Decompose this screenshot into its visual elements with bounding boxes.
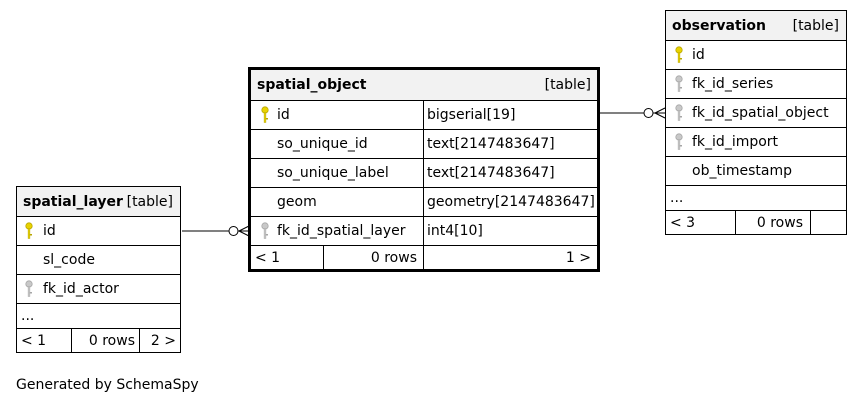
- table-header: spatial_layer [table]: [17, 187, 180, 216]
- column-name: ob_timestamp: [692, 163, 792, 179]
- table-type-tag: [table]: [792, 17, 839, 34]
- relationship-spatial-layer-to-spatial-object: [182, 225, 250, 237]
- foreign-key-icon: [674, 99, 684, 127]
- table-name: spatial_object: [257, 77, 367, 93]
- parents-count[interactable]: < 3: [670, 214, 696, 231]
- column-type: geometry[2147483647]: [427, 194, 595, 210]
- table-spatial-object[interactable]: spatial_object [table] id bigserial[19] …: [248, 67, 600, 272]
- column-name: id: [277, 107, 290, 123]
- more-columns-row: ...: [17, 303, 180, 328]
- column-type: text[2147483647]: [427, 136, 555, 152]
- row-count: 0 rows: [756, 214, 803, 231]
- children-count[interactable]: 1 >: [565, 249, 591, 266]
- column-name: geom: [277, 194, 317, 210]
- column-type: text[2147483647]: [427, 165, 555, 181]
- column-row[interactable]: sl_code: [17, 245, 180, 274]
- column-name: sl_code: [43, 252, 95, 268]
- column-row[interactable]: fk_id_spatial_layer int4[10]: [251, 216, 597, 245]
- table-name: spatial_layer: [23, 193, 123, 210]
- column-row[interactable]: geom geometry[2147483647]: [251, 187, 597, 216]
- column-row[interactable]: id bigserial[19]: [251, 100, 597, 129]
- column-row[interactable]: fk_id_spatial_object: [666, 98, 846, 127]
- column-name: fk_id_spatial_object: [692, 105, 829, 121]
- column-row[interactable]: ob_timestamp: [666, 156, 846, 185]
- table-type-tag: [table]: [544, 77, 591, 93]
- table-type-tag: [table]: [126, 193, 173, 210]
- column-name: fk_id_series: [692, 76, 774, 92]
- column-row[interactable]: id: [666, 40, 846, 69]
- row-count: 0 rows: [370, 249, 417, 266]
- table-observation[interactable]: observation [table] id fk_id_series fk_i…: [665, 10, 847, 235]
- table-header: spatial_object [table]: [251, 70, 597, 100]
- column-type: int4[10]: [427, 223, 483, 239]
- column-name: id: [692, 47, 705, 63]
- row-count: 0 rows: [88, 332, 135, 349]
- column-row[interactable]: fk_id_actor: [17, 274, 180, 303]
- column-row[interactable]: fk_id_import: [666, 127, 846, 156]
- column-type: bigserial[19]: [427, 107, 516, 123]
- table-footer: < 1 0 rows 2 >: [17, 328, 180, 352]
- children-count[interactable]: 2 >: [150, 332, 176, 349]
- table-footer: < 1 0 rows 1 >: [251, 245, 597, 269]
- parents-count[interactable]: < 1: [255, 249, 281, 266]
- foreign-key-icon: [674, 128, 684, 156]
- column-name: fk_id_actor: [43, 281, 119, 297]
- table-spatial-layer[interactable]: spatial_layer [table] id sl_code fk_id_a…: [16, 186, 181, 353]
- column-row[interactable]: id: [17, 216, 180, 245]
- foreign-key-icon: [260, 217, 270, 245]
- table-name: observation: [672, 17, 767, 34]
- column-row[interactable]: so_unique_label text[2147483647]: [251, 158, 597, 187]
- generated-by-label: Generated by SchemaSpy: [16, 377, 199, 393]
- ellipsis: ...: [21, 308, 35, 324]
- column-name: fk_id_import: [692, 134, 779, 150]
- primary-key-icon: [260, 101, 270, 129]
- ellipsis: ...: [670, 190, 684, 206]
- column-name: so_unique_label: [277, 165, 389, 181]
- column-name: so_unique_id: [277, 136, 368, 152]
- primary-key-icon: [24, 217, 34, 245]
- foreign-key-icon: [674, 70, 684, 98]
- table-header: observation [table]: [666, 11, 846, 40]
- more-columns-row: ...: [666, 185, 846, 210]
- parents-count[interactable]: < 1: [21, 332, 47, 349]
- table-footer: < 3 0 rows: [666, 210, 846, 234]
- foreign-key-icon: [24, 275, 34, 303]
- column-row[interactable]: fk_id_series: [666, 69, 846, 98]
- column-row[interactable]: so_unique_id text[2147483647]: [251, 129, 597, 158]
- column-name: fk_id_spatial_layer: [277, 223, 406, 239]
- primary-key-icon: [674, 41, 684, 69]
- relationship-spatial-object-to-observation: [599, 107, 666, 119]
- column-name: id: [43, 223, 56, 239]
